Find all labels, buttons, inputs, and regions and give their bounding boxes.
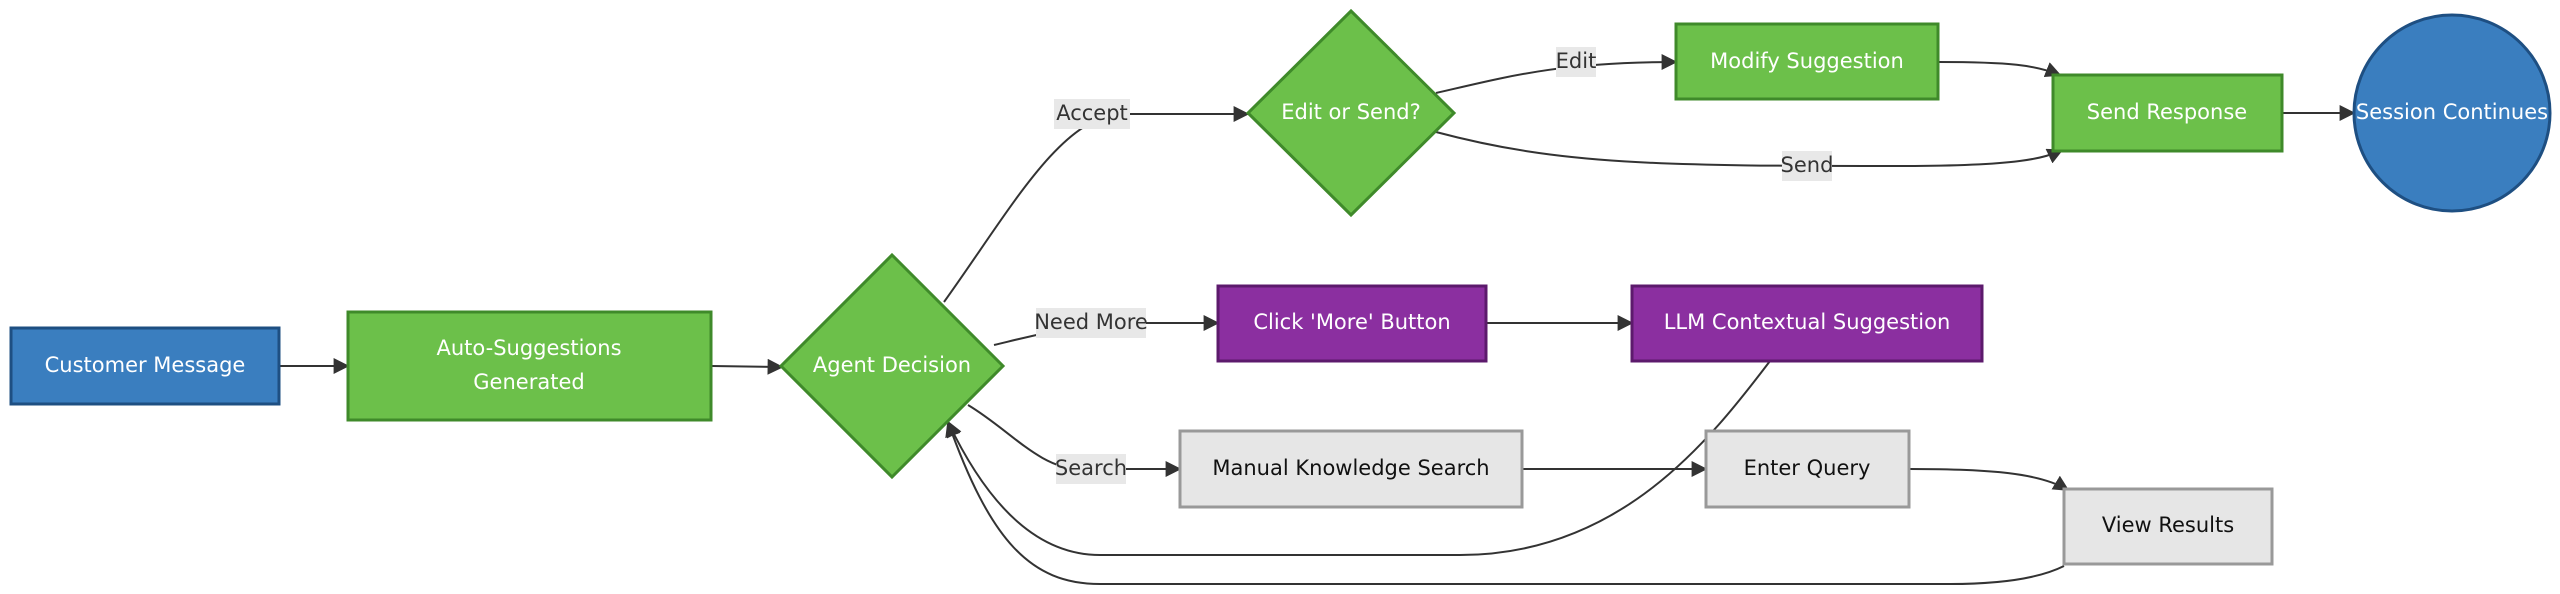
edge-label-send: Send [1781, 151, 1834, 181]
node-view-results: View Results [2062, 487, 2274, 566]
edge-editsend-send [1435, 131, 2064, 168]
edge-labels: Accept Edit Send Need More Search [1034, 47, 1833, 484]
svg-text:Agent Decision: Agent Decision [813, 353, 971, 377]
edge-label-search: Search [1055, 454, 1127, 484]
svg-text:Generated: Generated [473, 370, 584, 394]
svg-text:Enter Query: Enter Query [1744, 456, 1871, 480]
node-enter-query: Enter Query [1704, 429, 1911, 509]
node-manual-search: Manual Knowledge Search [1178, 429, 1524, 509]
svg-text:Accept: Accept [1056, 101, 1128, 125]
svg-text:Click 'More' Button: Click 'More' Button [1253, 310, 1450, 334]
svg-text:Modify Suggestion: Modify Suggestion [1710, 49, 1904, 73]
svg-text:Search: Search [1055, 456, 1127, 480]
node-customer-message: Customer Message [9, 326, 281, 406]
edge-query-to-results [1909, 468, 2070, 491]
svg-text:Auto-Suggestions: Auto-Suggestions [436, 336, 621, 360]
svg-text:Need More: Need More [1034, 310, 1148, 334]
edge-decision-accept [943, 106, 1250, 303]
svg-text:Edit or Send?: Edit or Send? [1281, 100, 1421, 124]
svg-text:Session Continues: Session Continues [2356, 100, 2548, 124]
svg-text:Edit: Edit [1556, 49, 1597, 73]
node-agent-decision: Agent Decision [778, 252, 1006, 480]
edge-results-back-to-decision [945, 420, 2065, 585]
node-session-continues: Session Continues [2352, 13, 2552, 213]
svg-text:Customer Message: Customer Message [45, 353, 246, 377]
edge-editsend-edit [1435, 54, 1678, 94]
svg-text:Send Response: Send Response [2087, 100, 2247, 124]
node-llm-suggestion: LLM Contextual Suggestion [1630, 284, 1984, 363]
svg-text:View Results: View Results [2102, 513, 2234, 537]
node-click-more: Click 'More' Button [1216, 284, 1488, 363]
edge-label-need-more: Need More [1034, 308, 1148, 338]
edge-label-accept: Accept [1054, 99, 1130, 129]
svg-text:Manual Knowledge Search: Manual Knowledge Search [1212, 456, 1489, 480]
node-modify-suggestion: Modify Suggestion [1674, 22, 1940, 101]
edge-modify-to-send [1937, 61, 2062, 78]
svg-text:Send: Send [1781, 153, 1834, 177]
svg-text:LLM Contextual Suggestion: LLM Contextual Suggestion [1664, 310, 1951, 334]
edge-auto-to-decision [711, 358, 784, 375]
edge-label-edit: Edit [1556, 47, 1597, 77]
node-send-response: Send Response [2051, 73, 2284, 153]
node-edit-or-send: Edit or Send? [1245, 8, 1457, 218]
node-auto-suggestions: Auto-Suggestions Generated [346, 310, 713, 422]
